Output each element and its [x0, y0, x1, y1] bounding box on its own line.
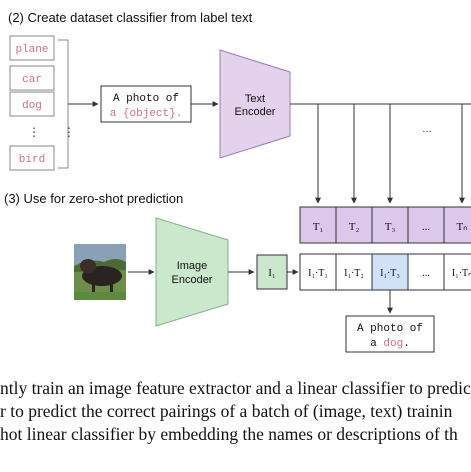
label-box-bird: [9, 145, 55, 171]
similarity-score-row: I₁·T₁ I₁·T₂ I₁·T₃ ... I₁·Tₙ: [299, 253, 471, 291]
image-encoder-label-line2: Encoder: [172, 274, 213, 286]
score-cell-ellipsis-label: ...: [422, 268, 430, 279]
text-encoder-shape: [219, 49, 291, 159]
token-t2-label: T₂: [349, 221, 360, 233]
score-cell-1-label: I₁·T₁: [308, 268, 328, 279]
caption-line-2: r to predict the correct pairings of a b…: [0, 401, 453, 421]
image-encoder-shape: [155, 217, 229, 327]
text-embedding-bus: [290, 103, 471, 204]
label-box-plane: [9, 35, 55, 61]
token-ellipsis-label: ...: [422, 221, 431, 233]
score-cell-3-highlighted: [371, 253, 409, 291]
prompt-template-text: A photo of: [113, 93, 179, 105]
score-cell-ellipsis: [407, 253, 445, 291]
prompt-template-slot: a {object}.: [110, 108, 183, 120]
score-cell-3-label: I₁·T₃: [380, 268, 400, 279]
prediction-result-label: dog: [383, 338, 403, 350]
prediction-result-line1: A photo of: [357, 323, 423, 335]
token-t3: [371, 206, 409, 244]
photo-dog-head: [80, 259, 96, 273]
image-embedding-label: I₁: [268, 267, 276, 279]
token-tn-label: Tₙ: [456, 221, 467, 233]
image-encoder-label-line1: Image: [177, 260, 208, 272]
prediction-result-box: [345, 315, 435, 353]
prediction-result-line2: a dog.: [370, 338, 410, 350]
score-cell-n: [443, 253, 471, 291]
score-cell-1: [299, 253, 337, 291]
prediction-result-suffix: .: [403, 338, 410, 350]
text-encoder-output-dots: ...: [422, 123, 431, 135]
caption-line-3: hot linear classifier by embedding the n…: [0, 424, 458, 444]
text-embedding-row: T₁ T₂ T₃ ... Tₙ: [299, 206, 471, 244]
label-list: plane car dog ⋮ ⋮ bird: [9, 35, 75, 171]
section-title-zero-shot: (3) Use for zero-shot prediction: [4, 191, 183, 206]
score-cell-n-label: I₁·Tₙ: [452, 268, 471, 279]
token-t1-label: T₁: [313, 221, 324, 233]
caption-line-1: ntly train an image feature extractor an…: [0, 378, 471, 398]
prediction-result-prefix: a: [370, 338, 383, 350]
score-cell-2-label: I₁·T₂: [344, 268, 364, 279]
label-dots-right: ⋮: [63, 125, 75, 139]
label-bird: bird: [19, 154, 45, 166]
input-dog-photo: [74, 244, 126, 300]
text-encoder-label-line2: Encoder: [235, 106, 276, 118]
label-box-dog: [9, 91, 55, 117]
photo-dog-leg1: [92, 283, 95, 295]
label-dots-left: ⋮: [28, 125, 40, 139]
section-title-create-classifier: (2) Create dataset classifier from label…: [8, 10, 253, 25]
label-dog: dog: [22, 100, 42, 112]
label-box-car: [9, 65, 55, 91]
score-cell-2: [335, 253, 373, 291]
photo-dog-leg2: [110, 283, 113, 295]
photo-grass: [74, 292, 126, 300]
prompt-template-box: [100, 85, 192, 123]
label-car: car: [22, 74, 42, 86]
label-plane: plane: [15, 44, 48, 56]
label-bracket: [58, 39, 69, 169]
text-encoder-label-line1: Text: [245, 93, 265, 105]
token-t2: [335, 206, 373, 244]
image-embedding-box: [256, 254, 288, 290]
token-t3-label: T₃: [385, 221, 396, 233]
token-tn: [443, 206, 471, 244]
